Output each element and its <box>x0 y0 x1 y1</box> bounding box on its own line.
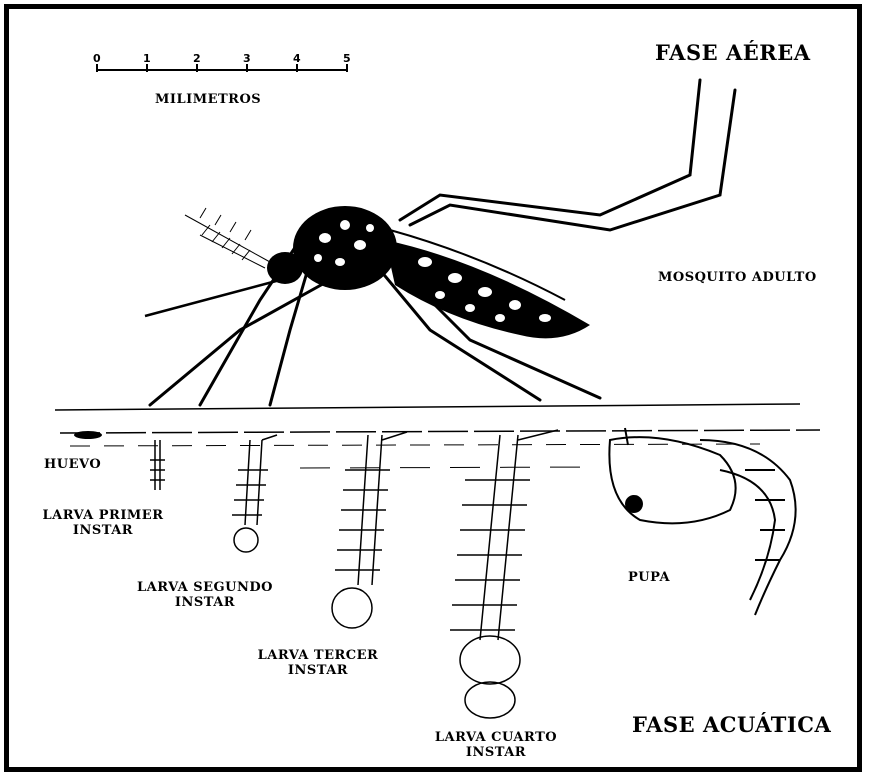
scale-tick-1: 1 <box>143 52 151 65</box>
larva-fourth-instar-label-line2: INSTAR <box>416 745 576 760</box>
larva-second-instar <box>232 435 277 552</box>
larva-third-instar-label-line2: INSTAR <box>238 663 398 678</box>
pupa-illustration <box>609 428 795 615</box>
scale-tick-0: 0 <box>93 52 101 65</box>
larva-fourth-instar-label: LARVA CUARTO INSTAR <box>416 730 576 760</box>
larva-second-instar-label-line2: INSTAR <box>115 595 295 610</box>
larva-fourth-instar-label-line1: LARVA CUARTO <box>416 730 576 745</box>
egg-label: HUEVO <box>44 457 101 472</box>
pupa-label: PUPA <box>628 570 670 585</box>
larva-first-instar <box>150 440 165 490</box>
larva-fourth-instar <box>450 430 558 718</box>
larva-third-instar-label-line1: LARVA TERCER <box>238 648 398 663</box>
scale-tick-5: 5 <box>343 52 351 65</box>
larva-third-instar-label: LARVA TERCER INSTAR <box>238 648 398 678</box>
larva-first-instar-label-line2: INSTAR <box>38 523 168 538</box>
water-surface <box>55 404 820 468</box>
scale-unit-label: MILIMETROS <box>155 92 261 107</box>
scale-tick-3: 3 <box>243 52 251 65</box>
larva-second-instar-label-line1: LARVA SEGUNDO <box>115 580 295 595</box>
egg-illustration <box>74 431 102 439</box>
larva-second-instar-label: LARVA SEGUNDO INSTAR <box>115 580 295 610</box>
larva-first-instar-label: LARVA PRIMER INSTAR <box>38 508 168 538</box>
adult-mosquito <box>145 80 735 405</box>
scale-tick-2: 2 <box>193 52 201 65</box>
scale-bar <box>97 64 347 72</box>
adult-mosquito-label: MOSQUITO ADULTO <box>658 270 817 285</box>
scale-tick-4: 4 <box>293 52 301 65</box>
aerial-phase-title: FASE AÉREA <box>655 40 811 65</box>
aquatic-phase-title: FASE ACUÁTICA <box>632 712 831 737</box>
larva-first-instar-label-line1: LARVA PRIMER <box>38 508 168 523</box>
larva-third-instar <box>332 432 407 628</box>
